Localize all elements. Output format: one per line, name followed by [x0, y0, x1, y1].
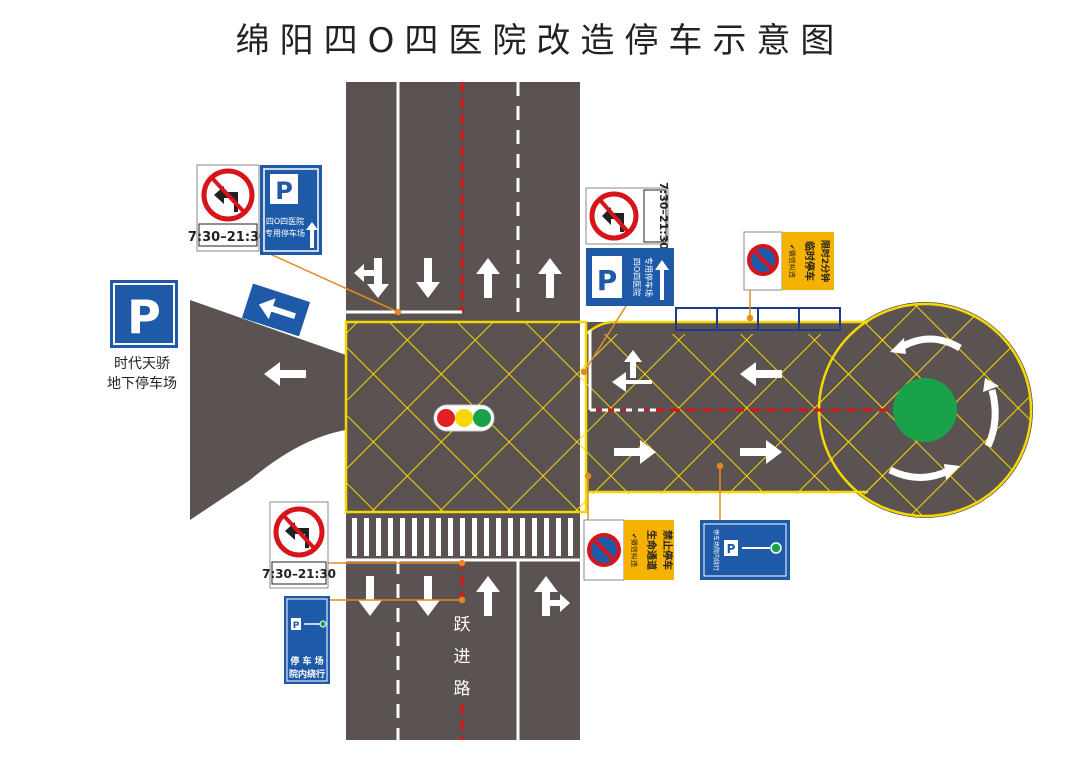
traffic-light [433, 404, 495, 432]
parking-sign-line1: 四O四医院 [266, 216, 304, 226]
bottom-right-detour-sign: 停车场院内绕行 P [700, 520, 790, 580]
road-name-char-1: 跃 [454, 615, 471, 635]
svg-text:P: P [597, 264, 618, 297]
left-parking-sign: P [110, 280, 178, 348]
parking-sign-line2: 专用停车场 [265, 228, 305, 238]
time-label: 7:30–21:30 [262, 567, 336, 581]
svg-text:P: P [727, 542, 736, 556]
bottom-left-no-left-turn-sign: 7:30–21:30 [262, 501, 336, 589]
arrow-down-left-icon [367, 258, 389, 298]
info-line1: ✔微信纠违 [788, 244, 797, 278]
top-right-no-parking-sign: ✔微信纠违 临时停车 限时2分钟 [743, 231, 834, 291]
lane-arrows [264, 258, 782, 616]
page-title: 绵阳四O四医院改造停车示意图 [236, 21, 845, 61]
top-mid-parking-sign: P 四O四医院 专用停车场 [586, 248, 674, 306]
road-name: 跃 进 路 [448, 606, 476, 702]
info-line1: ✔微信纠违 [630, 533, 639, 567]
top-mid-no-left-turn-sign: 7:30–21:30 [585, 182, 670, 250]
detour-text: 停车场院内绕行 [712, 529, 720, 571]
info-line3: 禁止停车 [661, 529, 674, 570]
road-name-char-3: 路 [454, 679, 471, 699]
info-line2: 临时停车 [803, 241, 816, 281]
left-branch-road [190, 300, 346, 520]
arrow-right-icon [614, 440, 656, 464]
arrow-down-icon [416, 576, 440, 616]
left-parking-label-2: 地下停车场 [107, 375, 177, 392]
arrow-left-icon [740, 362, 782, 386]
arrow-up-icon [538, 258, 562, 298]
time-label: 7:30–21:30 [657, 182, 670, 250]
info-line3: 限时2分钟 [819, 240, 831, 282]
svg-text:P: P [275, 177, 293, 205]
svg-text:P: P [293, 621, 300, 631]
arrow-up-icon [476, 576, 500, 616]
left-parking-label-1: 时代天骄 [114, 356, 170, 372]
green-island [893, 378, 957, 442]
parking-sign-line1: 四O四医院 [632, 258, 642, 296]
arrow-left-up-icon [612, 372, 652, 392]
road-name-char-2: 进 [454, 647, 471, 667]
parking-spaces [675, 307, 841, 331]
arrow-right-icon [740, 440, 782, 464]
parking-line2: 院内绕行 [289, 668, 325, 680]
bottom-mid-no-parking-sign: ✔微信纠违 生命通道 禁止停车 [583, 519, 674, 581]
bottom-left-parking-sign: P 停 车 场 院内绕行 [284, 596, 330, 684]
sign-lead-lines [269, 253, 754, 604]
top-left-no-left-turn-sign: 7:30–21:30 [188, 164, 268, 252]
info-line2: 生命通道 [645, 530, 658, 570]
arrow-up-right-icon [534, 576, 558, 616]
svg-text:P: P [127, 290, 161, 344]
roundabout-arrows [888, 335, 999, 481]
arrow-up-icon [476, 258, 500, 298]
arrow-down-icon [358, 576, 382, 616]
arrow-left-icon [264, 362, 306, 386]
arrow-down-icon [416, 258, 440, 298]
time-label: 7:30–21:30 [188, 230, 268, 245]
parking-line1: 停 车 场 [290, 655, 323, 667]
crosswalk [352, 518, 573, 556]
left-direction-sign [241, 283, 311, 337]
parking-sign-line2: 专用停车场 [644, 257, 654, 297]
top-left-parking-sign: P 四O四医院 专用停车场 [260, 165, 322, 255]
